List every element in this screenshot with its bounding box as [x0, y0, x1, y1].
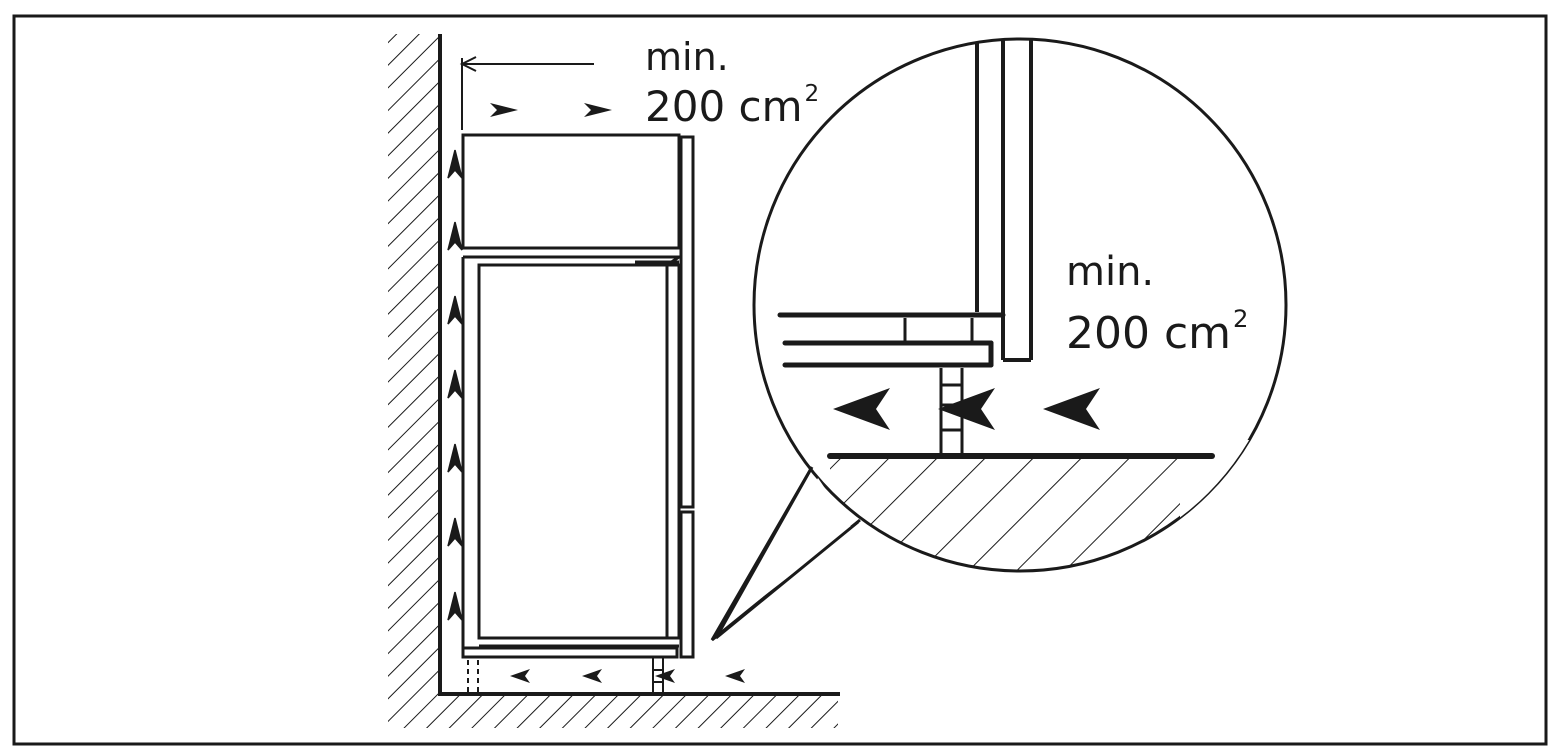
zoom-min-label: min.	[1066, 249, 1155, 295]
plinth-vent	[467, 656, 664, 695]
zoom-flow-arrows	[833, 388, 1100, 430]
zoom-floor-hatching	[830, 458, 1230, 571]
top-min-label: min.	[645, 35, 729, 79]
top-dimension-arrow	[459, 56, 594, 130]
upper-cabinet	[461, 133, 695, 509]
appliance-body	[461, 255, 695, 659]
top-area-value: 200 cm	[645, 82, 803, 131]
zoom-connector	[903, 318, 974, 341]
wall-hatching	[388, 34, 440, 694]
wall-line	[438, 34, 840, 696]
zoom-area-value: 200 cm	[1066, 308, 1232, 359]
zoom-shelf-lines	[777, 312, 1006, 368]
zoom-area-exponent: 2	[1233, 305, 1249, 334]
zoom-callout	[710, 37, 1288, 642]
zoom-area-label: 200 cm2	[1066, 307, 1248, 356]
top-flow-arrows	[490, 103, 612, 117]
zoom-door-panels	[975, 40, 1033, 362]
bottom-flow-arrows	[510, 669, 745, 683]
outer-frame	[12, 14, 1548, 746]
floor-hatching	[388, 694, 838, 728]
top-area-exponent: 2	[804, 81, 820, 108]
top-area-label: 200 cm2	[645, 83, 819, 128]
upward-flow-arrows	[447, 149, 463, 621]
